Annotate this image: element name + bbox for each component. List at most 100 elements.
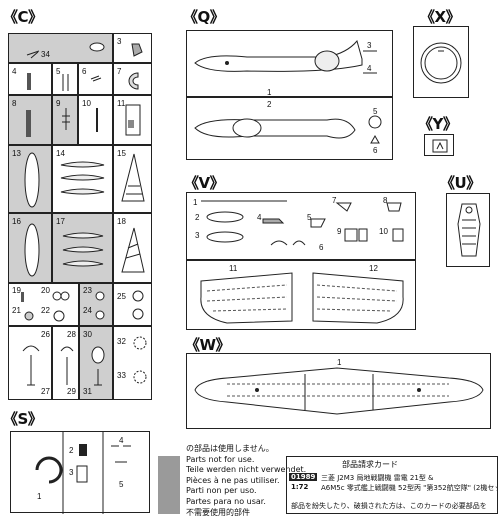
v-part-number: 9 <box>337 227 342 236</box>
v-part-number: 8 <box>383 196 388 205</box>
q-part-number: 4 <box>367 64 372 73</box>
c-part-number: 25 <box>117 292 126 301</box>
c-part-number: 11 <box>117 99 126 108</box>
v-part-number: 12 <box>369 264 378 273</box>
note-line-it: Parti non per uso. <box>186 486 257 496</box>
v-part-number: 4 <box>257 213 262 222</box>
v-frame-wings: 11 12 <box>186 260 416 330</box>
c-part-number: 29 <box>67 387 76 396</box>
c-cell-15: 15 <box>113 145 152 213</box>
c-part-number: 5 <box>56 67 61 76</box>
c-part-number: 23 <box>83 286 92 295</box>
c-part-number: 8 <box>12 99 17 108</box>
s-part-number: 5 <box>119 480 124 489</box>
v-part-number: 2 <box>195 213 200 222</box>
v-part-number: 7 <box>332 196 337 205</box>
s-part-number: 1 <box>37 492 42 501</box>
q-part-number: 1 <box>267 88 272 97</box>
parts-request-card: 部品請求カード 01989 1:72 三菱 J2M3 局地戦闘機 雷電 21型 … <box>286 456 498 514</box>
c-part-number: 9 <box>56 99 61 108</box>
s-part-number: 2 <box>69 446 74 455</box>
card-line-2: A6M5c 零式艦上戦闘機 52型丙 "第352航空隊" (2機セット) <box>321 484 497 492</box>
c-part-number: 17 <box>56 217 65 226</box>
c-part-number: 32 <box>117 337 126 346</box>
q-part-number: 2 <box>267 100 272 109</box>
c-cell-6: 6 <box>78 63 113 95</box>
y-frame <box>424 134 454 156</box>
c-part-number: 10 <box>82 99 91 108</box>
c-cell-1: 4 <box>8 63 52 95</box>
v-part-number: 6 <box>319 243 324 252</box>
c-part-number: 24 <box>83 306 92 315</box>
c-part-number: 13 <box>12 149 21 158</box>
q-frame-upper: 3 4 1 <box>186 30 393 97</box>
c-cell-34: 34 <box>8 33 113 63</box>
v-part-number: 1 <box>193 198 198 207</box>
v-part-number: 5 <box>307 213 312 222</box>
c-cell-3: 3 <box>113 33 152 63</box>
s-frame: 2 3 4 5 1 <box>10 431 150 514</box>
c-cell-11: 11 <box>113 95 152 145</box>
c-part-number: 30 <box>83 330 92 339</box>
c-part-number: 4 <box>12 67 17 76</box>
c-part-number: 20 <box>41 286 50 295</box>
card-title: 部品請求カード <box>342 460 398 469</box>
note-line-fr: Pièces à ne pas utiliser. <box>186 475 280 485</box>
c-cell-25: 25 <box>113 283 152 326</box>
card-line-1: 三菱 J2M3 局地戦闘機 雷電 21型 & <box>321 474 434 482</box>
c-part-number: 34 <box>41 50 50 59</box>
c-cell-19-22: 19 20 21 22 <box>8 283 79 326</box>
c-part-number: 33 <box>117 371 126 380</box>
s-part-number: 4 <box>119 436 124 445</box>
section-v-header: 《V》 <box>184 174 225 192</box>
c-cell-26-27: 26 27 <box>8 326 52 400</box>
c-cell-32-33: 32 33 <box>113 326 152 400</box>
c-cell-30-31: 30 31 <box>79 326 113 400</box>
c-part-number: 27 <box>41 387 50 396</box>
note-line-en: Parts not for use. <box>186 454 255 464</box>
w-part-number: 1 <box>337 358 342 367</box>
section-y-header: 《Y》 <box>418 115 458 133</box>
c-part-number: 3 <box>117 37 122 46</box>
c-part-number: 21 <box>12 306 21 315</box>
c-cell-28-29: 28 29 <box>52 326 79 400</box>
not-for-use-note: の部品は使用しません。 Parts not for use. Teile wer… <box>186 444 306 518</box>
c-part-number: 14 <box>56 149 65 158</box>
c-part-number: 28 <box>67 330 76 339</box>
q-frame-lower: 2 5 6 <box>186 97 393 160</box>
u-frame <box>446 193 490 267</box>
section-x-header: 《X》 <box>420 8 461 26</box>
x-frame <box>413 26 469 98</box>
v-frame: 1 2 3 4 5 6 7 8 9 10 <box>186 192 416 260</box>
c-part-number: 7 <box>117 67 122 76</box>
c-cell-10: 10 <box>78 95 113 145</box>
c-part-number: 15 <box>117 149 126 158</box>
q-part-number: 6 <box>373 146 378 155</box>
v-part-number: 3 <box>195 231 200 240</box>
section-w-header: 《W》 <box>185 336 231 354</box>
s-part-number: 3 <box>69 468 74 477</box>
c-part-number: 18 <box>117 217 126 226</box>
c-cell-13: 13 <box>8 145 52 213</box>
c-part-number: 6 <box>82 67 87 76</box>
c-cell-16: 16 <box>8 213 52 283</box>
c-cell-9: 9 <box>52 95 78 145</box>
section-s-header: 《S》 <box>3 410 43 428</box>
section-u-header: 《U》 <box>440 174 481 192</box>
note-line-ja: の部品は使用しません。 <box>186 444 274 453</box>
card-code: 01989 <box>289 473 318 481</box>
card-scale: 1:72 <box>291 483 309 491</box>
c-part-number: 22 <box>41 306 50 315</box>
c-part-number: 19 <box>12 286 21 295</box>
note-line-zh: 不需要使用的部件 <box>186 507 250 517</box>
section-c-header: 《C》 <box>3 8 43 26</box>
c-cell-8: 8 <box>8 95 52 145</box>
c-cell-18: 18 <box>113 213 152 283</box>
c-part-number: 31 <box>83 387 92 396</box>
c-cell-23-24: 23 24 <box>79 283 113 326</box>
c-cell-17: 17 <box>52 213 113 283</box>
w-frame: 1 <box>186 353 491 429</box>
c-part-number: 16 <box>12 217 21 226</box>
c-part-number: 26 <box>41 330 50 339</box>
card-footer: 部品を紛失したり、破損された方は、このカードの必要部品を <box>291 502 487 510</box>
